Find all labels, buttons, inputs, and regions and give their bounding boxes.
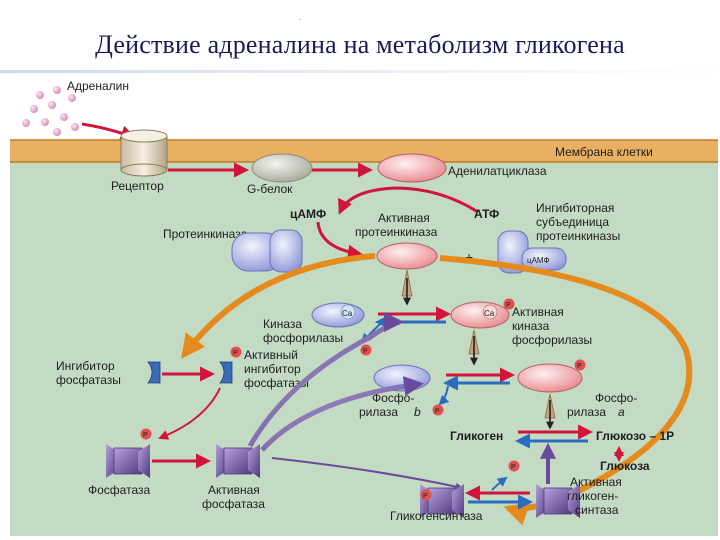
adrenaline-molecules xyxy=(22,86,150,138)
phosphatase-inhibitor-label-2: фосфатазы xyxy=(56,373,121,387)
phosphorylase-kinase xyxy=(311,302,365,328)
membrane-label: Мембрана клетки xyxy=(555,145,653,159)
active-phosphatase-label-1: Активная xyxy=(208,483,260,497)
phosphate-badge-2: P xyxy=(506,302,511,309)
active-phosphatase xyxy=(216,444,260,478)
camp-small-label: цАМФ xyxy=(527,256,550,265)
active-protein-kinase xyxy=(376,242,438,270)
active-glycogen-synthase-label-2: гликоген- xyxy=(567,489,618,503)
phosphorylase-kinase-label-2: фосфорилазы xyxy=(263,331,343,345)
phosphorylase-a-letter: a xyxy=(618,405,625,419)
active-glycogen-synthase-label-1: Активная xyxy=(570,475,622,489)
phosphorylase-b-label-2: рилаза xyxy=(359,405,398,419)
phosphatase-inhibitor-label-1: Ингибитор xyxy=(56,359,115,373)
phosphate-badge-1: P xyxy=(363,348,368,355)
active-phosphorylase-kinase-label-3: фосфорилазы xyxy=(512,333,592,347)
adenylate-cyclase xyxy=(377,153,447,183)
phosphatase-label: Фосфатаза xyxy=(88,483,150,497)
phosphate-badge-3: P xyxy=(233,350,238,357)
adenylate-cyclase-label: Аденилатциклаза xyxy=(448,164,547,178)
phosphate-badge-4: P xyxy=(435,408,440,415)
phosphatase xyxy=(106,444,150,478)
cell-membrane xyxy=(10,140,718,162)
inhibitory-subunit-label-2: субъединица xyxy=(536,215,609,229)
purple-arc-phosphorylase xyxy=(260,376,424,452)
g-protein xyxy=(251,153,313,183)
camp-label: цАМФ xyxy=(290,207,326,221)
inactive-protein-kinase xyxy=(231,229,303,273)
inhibitory-subunit-label-3: протеинкиназы xyxy=(536,229,620,243)
active-protein-kinase-label-1: Активная xyxy=(378,211,430,225)
phosphate-badge-5: P xyxy=(577,363,582,370)
glucose-label: Глюкоза xyxy=(600,459,650,473)
purple-arc-synthase xyxy=(271,457,464,491)
active-phosphorylase-kinase-label-1: Активная xyxy=(512,305,564,319)
phosphorylase-b-letter: b xyxy=(414,405,421,419)
receptor xyxy=(120,129,168,177)
active-phosphorylase-kinase xyxy=(450,301,510,329)
phosphate-badge-8: P xyxy=(511,464,516,471)
atp-label: АТФ xyxy=(474,207,499,221)
active-protein-kinase-label-2: протеинкиназа xyxy=(355,225,438,239)
slide-title: Действие адреналина на метаболизм гликог… xyxy=(95,30,625,59)
glycogen-synthase-label: Гликогенсинтаза xyxy=(390,509,483,523)
active-phosphorylase-kinase-label-2: киназа xyxy=(512,319,550,333)
phosphate-badge-6: P xyxy=(143,432,148,439)
ca-label-1: Ca xyxy=(342,309,353,318)
protein-kinase-label: Протеинкиназа xyxy=(163,227,248,241)
receptor-label: Рецептор xyxy=(111,179,164,193)
purple-arc-kinase xyxy=(247,312,404,448)
glycogen-label: Гликоген xyxy=(450,429,503,443)
active-phosphatase-inhibitor xyxy=(219,361,233,384)
title-underline xyxy=(0,70,720,73)
active-inhibitor-label-3: фосфатазы xyxy=(244,376,309,390)
phosphorylase-a-label-2: рилаза xyxy=(567,405,606,419)
orange-regulation-arc-left xyxy=(181,253,376,359)
phosphate-badge-7: P xyxy=(423,493,428,500)
active-inhibitor-label-2: ингибитор xyxy=(244,362,301,376)
plus-sign: + xyxy=(465,249,473,265)
active-phosphatase-label-2: фосфатаза xyxy=(202,497,265,511)
phosphorylase-a-label-1: Фосфо- xyxy=(595,391,637,405)
g-protein-label: G-белок xyxy=(247,182,293,196)
active-inhibitor-label-1: Активный xyxy=(244,348,298,362)
phosphorylase-a xyxy=(517,363,583,393)
inhibitory-subunit-label-1: Ингибиторная xyxy=(536,201,614,215)
phosphatase-inhibitor xyxy=(147,361,161,384)
active-glycogen-synthase xyxy=(536,484,580,518)
top-mark: · xyxy=(298,14,302,25)
glucose-1p-label: Глюкозо – 1P xyxy=(596,429,674,443)
ca-label-2: Ca xyxy=(484,309,495,318)
adrenaline-label: Адреналин xyxy=(67,79,129,93)
active-glycogen-synthase-label-3: синтаза xyxy=(575,503,619,517)
phosphorylase-kinase-label-1: Киназа xyxy=(263,317,302,331)
